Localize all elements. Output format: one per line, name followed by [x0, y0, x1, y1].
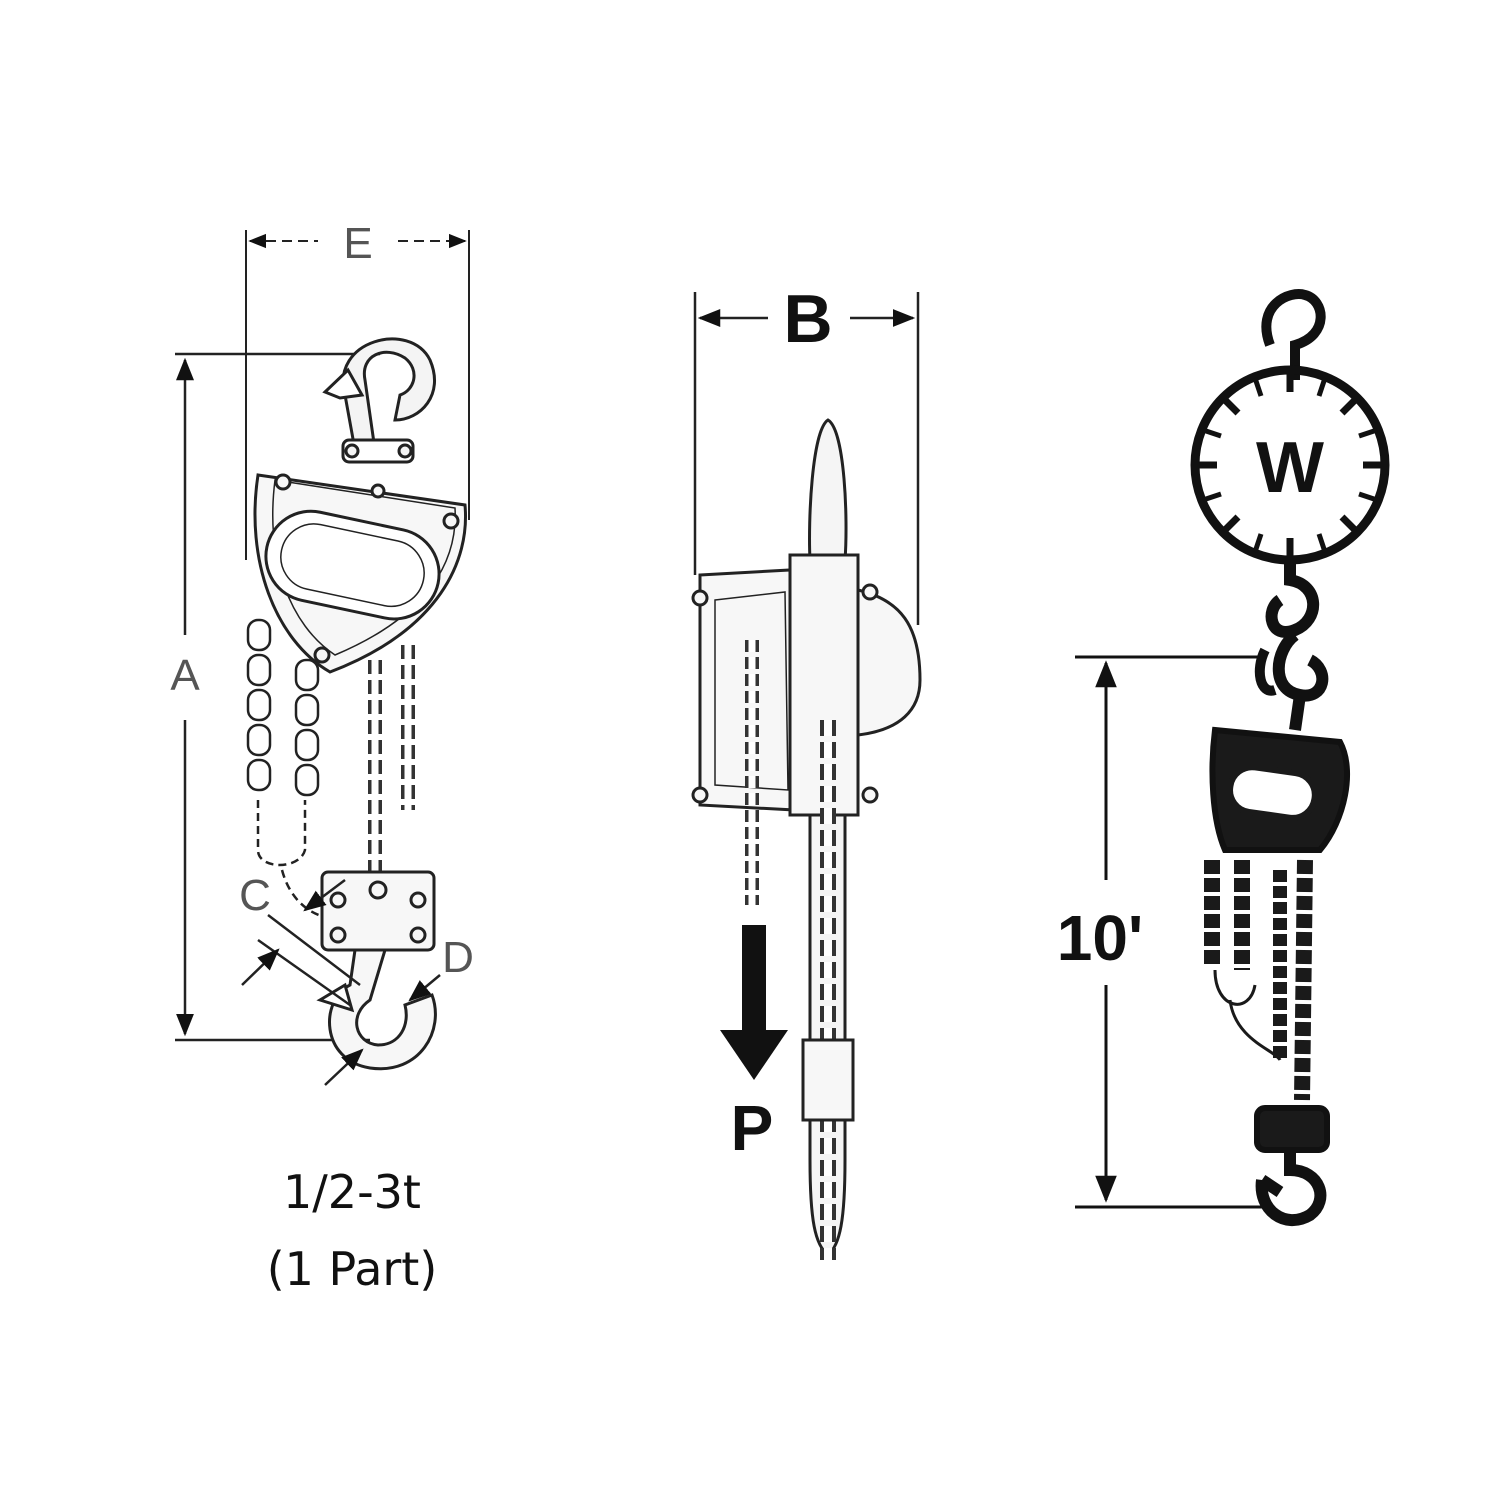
side-bottom-block	[801, 1038, 855, 1122]
side-body	[691, 553, 922, 817]
bottom-hook-block	[316, 870, 437, 1071]
scale-bottom-hook	[1265, 560, 1320, 638]
dim-label-d: D	[442, 933, 474, 982]
height-label: 10'	[1057, 902, 1143, 974]
scale-top-hook	[1261, 289, 1326, 380]
hoist-body	[253, 473, 468, 674]
capacity-caption: 1/2-3t	[283, 1165, 421, 1219]
top-hook	[322, 337, 437, 464]
pull-force-label: P	[731, 1092, 774, 1164]
dim-label-c: C	[239, 871, 271, 920]
dimension-c	[241, 879, 361, 1007]
dim-label-a: A	[170, 651, 200, 700]
dimension-b	[693, 292, 920, 625]
dim-label-e: E	[343, 219, 372, 268]
hoist-top-hook	[1272, 630, 1329, 731]
test-chains	[1204, 859, 1313, 1101]
dimension-e	[245, 230, 470, 560]
test-view	[1075, 289, 1390, 1226]
test-bottom-hook	[1255, 1150, 1327, 1226]
scale-weight-label: W	[1256, 428, 1324, 508]
dimension-d	[324, 974, 441, 1086]
dim-label-b: B	[783, 281, 832, 357]
side-view	[691, 292, 922, 1260]
front-view	[175, 230, 470, 1086]
test-hoist-window	[1227, 764, 1318, 821]
dimension-10ft	[1075, 655, 1270, 1209]
parts-caption: (1 Part)	[267, 1242, 438, 1296]
pull-arrow	[720, 925, 788, 1080]
test-bottom-block	[1254, 1105, 1330, 1153]
